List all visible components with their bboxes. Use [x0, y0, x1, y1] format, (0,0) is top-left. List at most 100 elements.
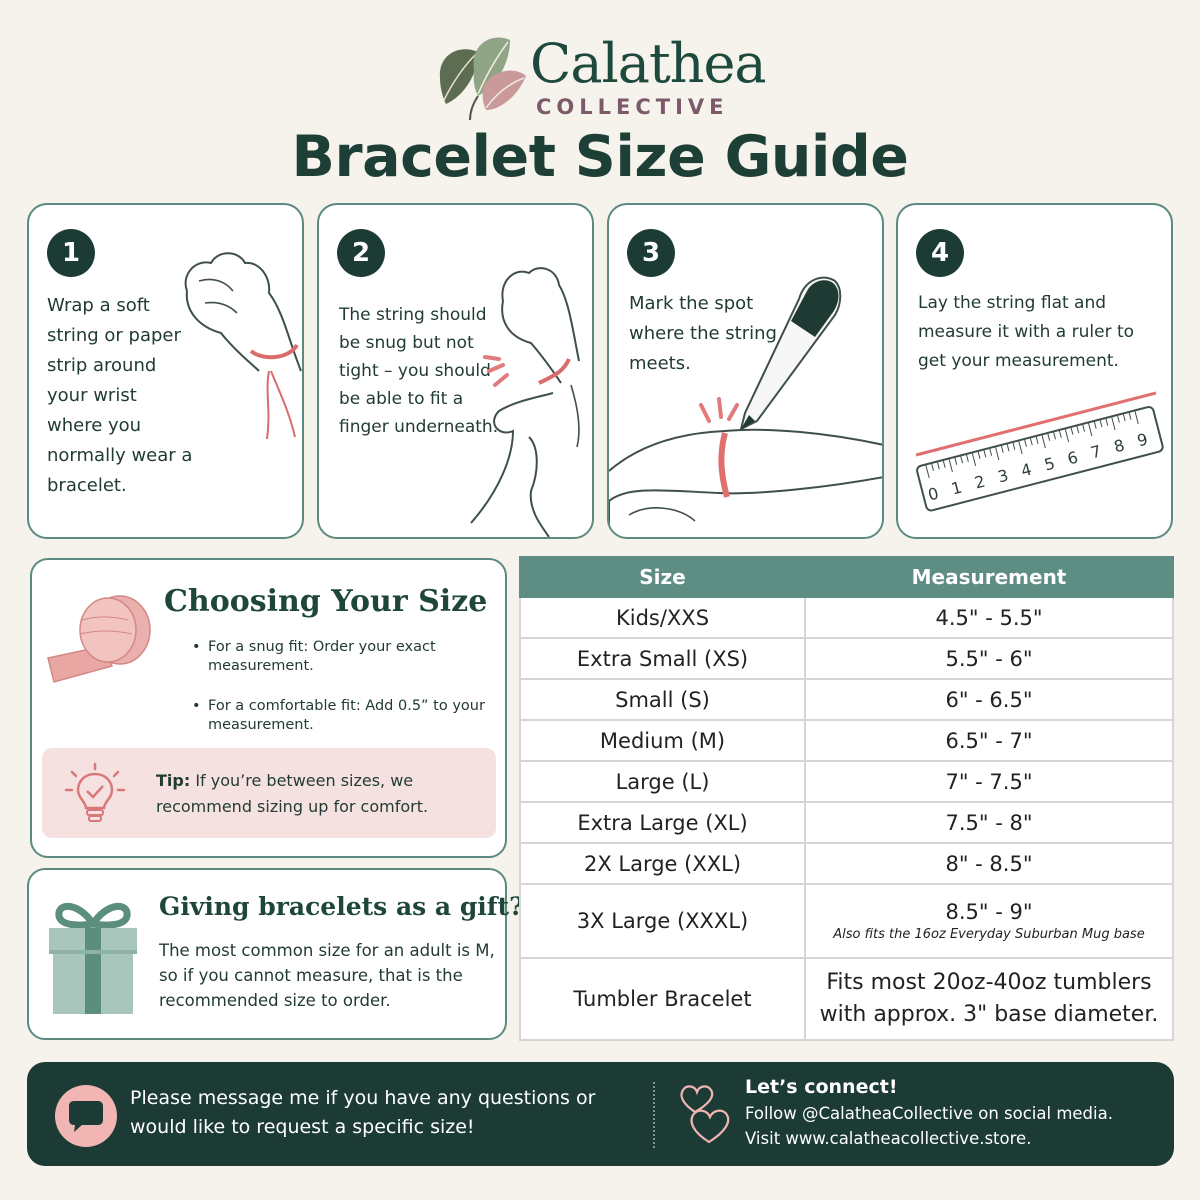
header-size: Size — [519, 556, 806, 598]
size-cell: Medium (M) — [519, 719, 806, 762]
ruler-tick — [983, 449, 987, 458]
ruler-tick — [1035, 435, 1039, 444]
ruler-number: 0 — [926, 484, 941, 505]
measurement-cell: 6.5" - 7" — [804, 719, 1174, 762]
ruler-number: 7 — [1089, 441, 1104, 462]
measurement-cell: 8.5" - 9" Also fits the 16oz Everyday Su… — [804, 883, 1174, 959]
tip-box: Tip: If you’re between sizes, we recomme… — [42, 748, 496, 838]
connect-title: Let’s connect! — [745, 1076, 898, 1098]
step-number: 4 — [916, 229, 964, 277]
ruler-number: 6 — [1065, 447, 1080, 468]
ruler-tick — [942, 459, 946, 468]
ruler-tick — [1122, 413, 1126, 422]
ruler-tick — [1105, 417, 1109, 426]
table-row: Small (S) 6" - 6.5" — [519, 678, 1174, 721]
measurement-cell: 5.5" - 6" — [804, 637, 1174, 680]
tip-text: Tip: If you’re between sizes, we recomme… — [156, 768, 486, 820]
table-row: Extra Small (XS) 5.5" - 6" — [519, 637, 1174, 680]
brand-name: Calathea — [530, 32, 767, 95]
ruler-tick — [1116, 414, 1120, 423]
ruler-tick — [1012, 441, 1016, 450]
table-row: Kids/XXS 4.5" - 5.5" — [519, 596, 1174, 639]
ruler-tick — [1018, 440, 1023, 455]
ruler-tick — [1000, 444, 1004, 453]
measurement-cell: 4.5" - 5.5" — [804, 596, 1174, 639]
ruler-tick — [1041, 434, 1046, 449]
size-cell: 3X Large (XXXL) — [519, 883, 806, 959]
ruler-tick — [989, 447, 993, 456]
chat-bubble-icon — [55, 1085, 117, 1147]
ruler-number: 2 — [972, 472, 987, 493]
ruler-tick — [1093, 420, 1097, 429]
ruler-tick — [994, 446, 1000, 461]
ruler-tick — [1082, 423, 1086, 432]
ruler-tick — [1099, 419, 1103, 428]
size-cell: Tumbler Bracelet — [519, 957, 806, 1041]
ruler-tick — [965, 453, 969, 462]
connect-social-text: Follow @CalatheaCollective on social med… — [745, 1104, 1113, 1123]
choosing-size-title: Choosing Your Size — [164, 584, 488, 619]
ruler-number: 9 — [1135, 429, 1150, 450]
step-text: Lay the string flat and measure it with … — [918, 293, 1135, 371]
marking-pen-illustration — [609, 276, 882, 537]
size-cell: Extra Large (XL) — [519, 801, 806, 844]
step-text: Wrap a soft string or paper strip around… — [47, 295, 193, 496]
size-cell: Extra Small (XS) — [519, 637, 806, 680]
ruler-number: 3 — [996, 466, 1011, 487]
finger-check-illustration — [470, 267, 580, 537]
ruler-number: 1 — [949, 478, 964, 499]
measurement-cell: 6" - 6.5" — [804, 678, 1174, 721]
ruler-tick — [1076, 425, 1080, 434]
ruler-tick — [960, 455, 964, 464]
size-cell: Kids/XXS — [519, 596, 806, 639]
gift-card: Giving bracelets as a gift? The most com… — [27, 868, 524, 1040]
calathea-leaves-icon — [439, 37, 526, 121]
ruler-number: 8 — [1112, 435, 1127, 456]
measurement-cell: 7" - 7.5" — [804, 760, 1174, 803]
gift-text: The most common size for an adult is M, … — [159, 941, 495, 1010]
step-number: 1 — [47, 229, 95, 277]
wrist-wrap-illustration — [184, 252, 302, 440]
measurement-cell: Fits most 20oz-40oz tumblers with approx… — [804, 957, 1174, 1041]
footer-banner: Please message me if you have any questi… — [27, 1062, 1174, 1166]
size-cell: Large (L) — [519, 760, 806, 803]
ruler-tick — [954, 456, 958, 465]
choosing-size-card: Choosing Your Size For a snug fit: Order… — [30, 558, 507, 858]
brand-subtitle: COLLECTIVE — [536, 95, 729, 119]
ruler-tick — [925, 464, 930, 479]
table-row: 3X Large (XXXL) 8.5" - 9" Also fits the … — [519, 883, 1174, 959]
tip-label: Tip: — [156, 771, 191, 790]
ruler-tick — [1029, 437, 1033, 446]
step-text: Mark the spot where the string meets. — [629, 293, 777, 374]
table-header-row: Size Measurement — [519, 556, 1174, 598]
footer-divider — [653, 1082, 655, 1148]
ruler-tick — [936, 461, 940, 470]
ruler-number: 5 — [1042, 454, 1057, 475]
step-card-2: 2 The string should be snug but not tigh… — [317, 203, 594, 539]
table-row: Extra Large (XL) 7.5" - 8" — [519, 801, 1174, 844]
ruler-tick — [1064, 428, 1070, 443]
ruler-tick — [1087, 422, 1093, 437]
size-cell: Small (S) — [519, 678, 806, 721]
connect-website-text: Visit www.calatheacollective.store. — [745, 1129, 1032, 1148]
ruler-tick — [948, 458, 953, 473]
measurement-cell: 7.5" - 8" — [804, 801, 1174, 844]
ruler-tick — [1052, 431, 1056, 440]
step-number: 2 — [337, 229, 385, 277]
ruler-tick — [1006, 443, 1010, 452]
table-row: 2X Large (XXL) 8" - 8.5" — [519, 842, 1174, 885]
ruler-tick — [977, 450, 981, 459]
fit-bullets: For a snug fit: Order your exact measure… — [192, 638, 522, 756]
bullet-comfort-fit: For a comfortable fit: Add 0.5” to your … — [192, 697, 522, 735]
measurement-cell: 8" - 8.5" — [804, 842, 1174, 885]
step-text: The string should be snug but not tight … — [339, 305, 499, 437]
table-row: Tumbler Bracelet Fits most 20oz-40oz tum… — [519, 957, 1174, 1041]
tape-measure-icon — [47, 595, 151, 683]
ruler-tick — [1070, 426, 1074, 435]
lightbulb-check-icon — [64, 762, 126, 822]
measurement-value: 8.5" - 9" — [945, 900, 1033, 924]
bullet-snug-fit: For a snug fit: Order your exact measure… — [192, 638, 522, 676]
size-chart-table: Size Measurement Kids/XXS 4.5" - 5.5" Ex… — [519, 556, 1174, 1041]
ruler-tick — [1111, 416, 1116, 431]
